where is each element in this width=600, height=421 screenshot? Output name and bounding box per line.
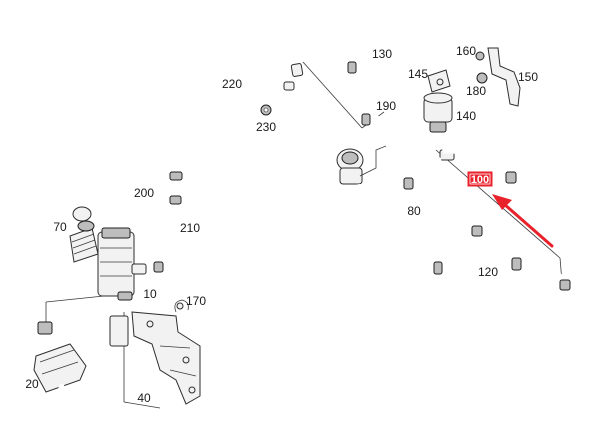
callout-label: 180 [466,84,486,98]
clip-230 [260,104,272,116]
callout-label: 20 [25,377,39,391]
callout-labels: 220 230 130 145 160 150 180 190 140 200 … [25,44,538,405]
valve-140 [423,92,455,161]
muffler-20 [33,321,87,417]
callout-label: 200 [134,186,154,200]
bellows-70 [69,206,99,263]
hose-80 [342,177,483,241]
red-arrow-icon [492,194,554,248]
highlight-box [467,171,493,187]
hose-190 [361,113,401,156]
hose-120 [400,256,572,294]
callout-label: 170 [186,294,206,308]
highlight-callout-100: 100 [467,171,493,187]
callout-label: 145 [408,67,428,81]
callout-label: 70 [53,220,67,234]
aux-pump [336,145,387,185]
callout-label: 230 [256,120,276,134]
callout-label: 150 [518,70,538,84]
callout-label: 120 [478,265,498,279]
bracket-40 [109,311,201,405]
highlight-label: 100 [471,174,489,186]
callout-label: 210 [180,221,200,235]
bracket-145 [427,69,451,93]
callout-label: 40 [137,391,151,405]
hose-130 [347,61,416,106]
callout-label: 220 [222,77,242,91]
callout-label: 140 [456,109,476,123]
bracket-150 [475,47,521,107]
hose-210 [153,195,182,276]
sensor-170 [174,299,189,313]
callout-label: 160 [456,44,476,58]
callout-label: 80 [407,204,421,218]
hose-200 [142,171,183,242]
callout-label: 10 [143,287,157,301]
callout-label: 190 [376,99,396,113]
hose-100 [433,145,517,188]
heater-10 [97,227,147,301]
callout-label: 130 [372,47,392,61]
hose-220 [172,63,304,180]
